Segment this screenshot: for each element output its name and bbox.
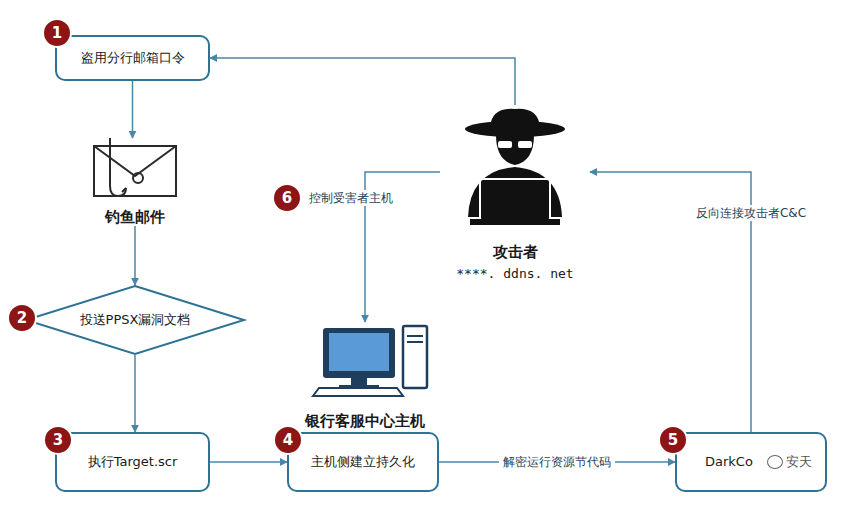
pc-node: 银行客服中心主机 xyxy=(285,322,445,430)
flow-arrow xyxy=(134,355,136,432)
pc-illustration xyxy=(285,322,445,400)
flow-arrow xyxy=(134,226,136,285)
node-label: 钓鱼邮件 xyxy=(105,208,165,226)
node-label: 投送PPSX漏洞文档 xyxy=(80,311,191,329)
edge-label: 控制受害者主机 xyxy=(305,190,397,206)
mail-node: 钓鱼邮件 xyxy=(80,138,190,226)
edge-label: 反向连接攻击者C&C xyxy=(692,205,810,221)
watermark: 安天 xyxy=(767,453,812,471)
node-label: 银行客服中心主机 xyxy=(305,412,425,430)
node-label: DarkCo xyxy=(705,453,753,471)
callout-number: 6 xyxy=(272,183,302,213)
attacker-node: 攻击者 ****. ddns. net xyxy=(440,105,590,283)
process-box: 盗用分行邮箱口令 xyxy=(55,35,210,81)
flow-arrow xyxy=(210,461,287,463)
flow-arrow xyxy=(210,58,515,105)
node-label: 攻击者 xyxy=(493,243,538,261)
callout-number: 5 xyxy=(658,425,688,455)
callout-number: 4 xyxy=(273,425,303,455)
callout-number: 1 xyxy=(42,18,72,48)
attacker-illustration xyxy=(440,105,590,227)
callout-number: 2 xyxy=(7,303,37,333)
edge-label: 解密运行资源节代码 xyxy=(499,454,615,470)
node-label: 主机侧建立持久化 xyxy=(311,453,415,471)
flow-arrow xyxy=(132,81,134,138)
decision-diamond: 投送PPSX漏洞文档 xyxy=(25,285,245,355)
process-box: 执行Target.scr xyxy=(55,432,210,492)
mail-illustration xyxy=(80,138,190,200)
callout-number: 3 xyxy=(43,425,73,455)
process-box: 主机侧建立持久化 xyxy=(287,432,439,492)
node-label: 执行Target.scr xyxy=(88,453,178,471)
node-sublabel: ****. ddns. net xyxy=(456,265,573,283)
node-label: 盗用分行邮箱口令 xyxy=(81,49,185,67)
